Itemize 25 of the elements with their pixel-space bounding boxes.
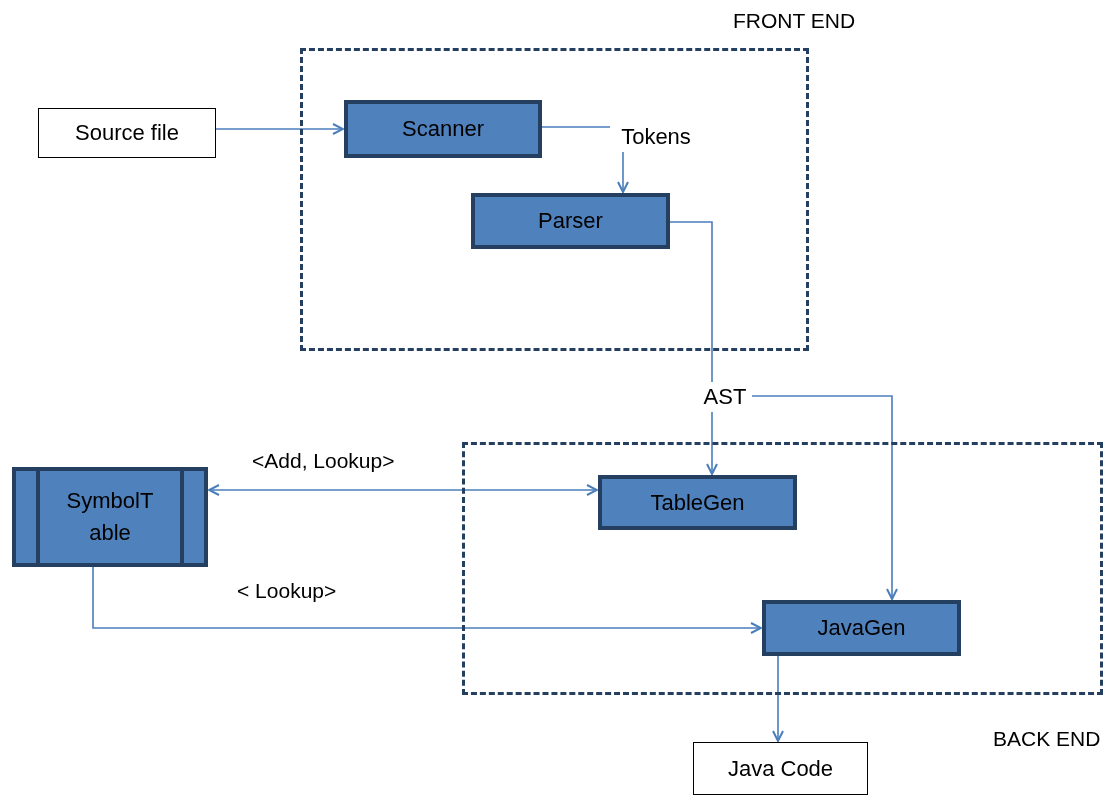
process-box [471,193,670,249]
box-label: Java Code [727,754,834,783]
box-label: SymbolT able [65,487,155,547]
arrow [751,395,898,600]
box-label: TableGen [650,488,745,517]
box-label: AST [703,383,747,412]
arrow [215,123,344,135]
arrow [617,151,629,193]
box-label: Tokens [621,123,691,152]
group-heading: FRONT END [733,9,856,33]
process-box [38,108,216,158]
process-box [598,475,797,530]
box-label: Parser [538,207,603,236]
group-heading: BACK END [993,727,1101,751]
arrow [92,566,762,634]
process-box [344,100,542,158]
box-label: Source file [75,119,179,148]
box-label: Scanner [402,115,484,144]
arrow [208,484,598,496]
predefined-process-box [12,467,208,567]
arrow [772,655,784,742]
process-box [762,600,961,656]
box-label: JavaGen [817,614,906,643]
arrow [706,411,718,475]
process-box [693,742,868,795]
